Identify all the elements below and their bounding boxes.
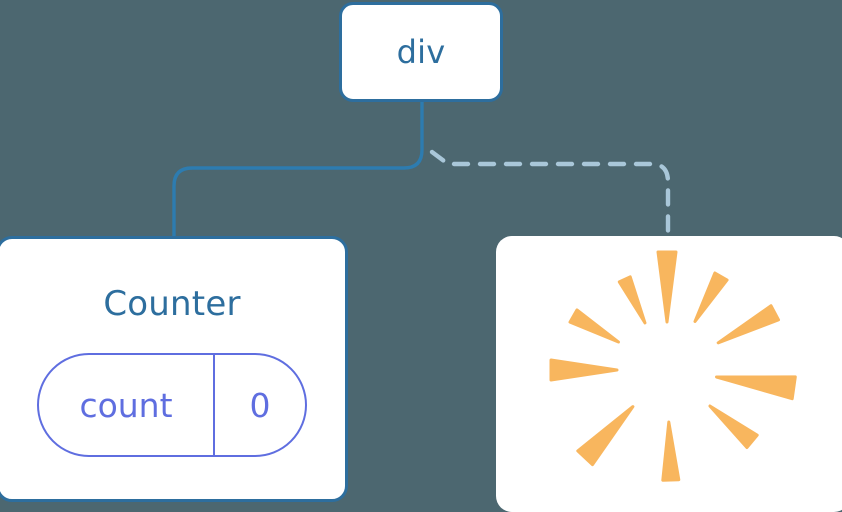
node-div[interactable]: div	[339, 2, 503, 102]
burst-ray-0	[656, 250, 678, 324]
burst-ray-group	[549, 250, 797, 482]
edge-div-to-counter	[172, 100, 424, 240]
burst-ray-9	[576, 405, 635, 467]
edge-div-to-burst	[429, 149, 671, 241]
node-counter-title: Counter	[103, 284, 241, 324]
burst-ray-5	[549, 358, 619, 382]
state-pill-count[interactable]: count 0	[37, 353, 307, 457]
burst-ray-3	[617, 275, 647, 325]
state-value-label: 0	[249, 385, 271, 425]
node-counter[interactable]: Counter count 0	[0, 236, 348, 502]
state-pill-divider	[213, 355, 215, 455]
burst-ray-8	[661, 420, 681, 482]
burst-ray-6	[715, 375, 797, 401]
burst-ray-4	[568, 308, 620, 344]
sparkle-burst-icon	[549, 250, 797, 482]
node-div-label: div	[396, 33, 446, 71]
burst-ray-2	[716, 304, 780, 345]
state-key-label: count	[79, 385, 173, 425]
burst-ray-1	[693, 271, 729, 323]
node-rerender-burst[interactable]	[496, 236, 842, 512]
burst-ray-7	[708, 404, 759, 449]
